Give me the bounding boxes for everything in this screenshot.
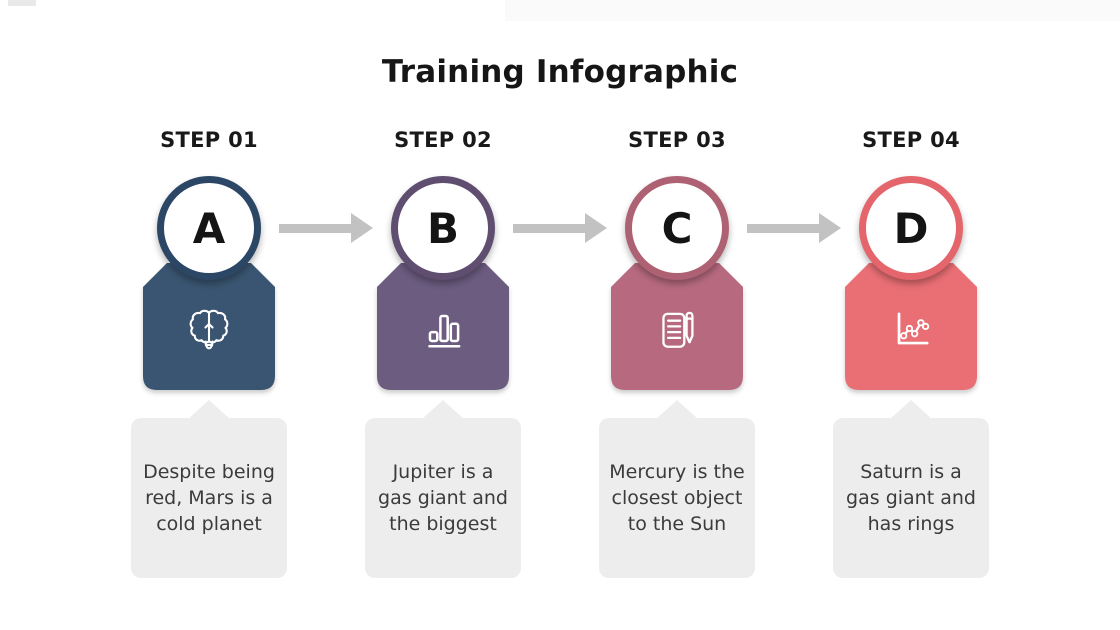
callout-pointer	[889, 400, 933, 420]
page-title: Training Infographic	[381, 54, 739, 90]
arrow-shaft	[747, 223, 821, 233]
line-chart-icon	[886, 304, 936, 354]
flow-arrow	[747, 213, 841, 243]
step-description-box: Jupiter is a gas giant and the biggest	[365, 418, 521, 578]
step-label: STEP 03	[628, 128, 726, 152]
step-column: STEP 01 A Despite being red, Mars is a c…	[128, 0, 290, 630]
step-column: STEP 03 C Mercury is the closest object …	[596, 0, 758, 630]
step-circle: D	[859, 176, 963, 280]
arrow-head	[819, 213, 841, 243]
step-description-box: Saturn is a gas giant and has rings	[833, 418, 989, 578]
step-letter: A	[192, 204, 226, 253]
step-column: STEP 04 D Saturn is a gas giant and	[830, 0, 992, 630]
flow-arrow	[513, 213, 607, 243]
step-description-box: Despite being red, Mars is a cold planet	[131, 418, 287, 578]
step-label: STEP 04	[862, 128, 960, 152]
step-letter: C	[661, 204, 693, 253]
step-description: Despite being red, Mars is a cold planet	[143, 461, 275, 535]
step-description-box: Mercury is the closest object to the Sun	[599, 418, 755, 578]
flow-arrow	[279, 213, 373, 243]
step-description: Mercury is the closest object to the Sun	[609, 461, 745, 535]
step-label: STEP 01	[160, 128, 258, 152]
step-letter: D	[893, 204, 929, 253]
step-circle: A	[157, 176, 261, 280]
arrow-shaft	[279, 223, 353, 233]
step-description: Saturn is a gas giant and has rings	[846, 461, 976, 535]
callout-pointer	[655, 400, 699, 420]
arrow-head	[351, 213, 373, 243]
callout-pointer	[187, 400, 231, 420]
step-description: Jupiter is a gas giant and the biggest	[378, 461, 508, 535]
arrow-shaft	[513, 223, 587, 233]
callout-pointer	[421, 400, 465, 420]
step-column: STEP 02 B Jupiter is a gas giant and the…	[362, 0, 524, 630]
step-circle: B	[391, 176, 495, 280]
arrow-head	[585, 213, 607, 243]
screenshot-artifact	[8, 0, 36, 6]
step-label: STEP 02	[394, 128, 492, 152]
bar-chart-icon	[418, 304, 468, 354]
document-pencil-icon	[652, 304, 702, 354]
step-circle: C	[625, 176, 729, 280]
step-card	[377, 263, 509, 390]
step-letter: B	[426, 204, 459, 253]
brain-icon	[184, 304, 234, 354]
screenshot-artifact	[505, 0, 1120, 21]
